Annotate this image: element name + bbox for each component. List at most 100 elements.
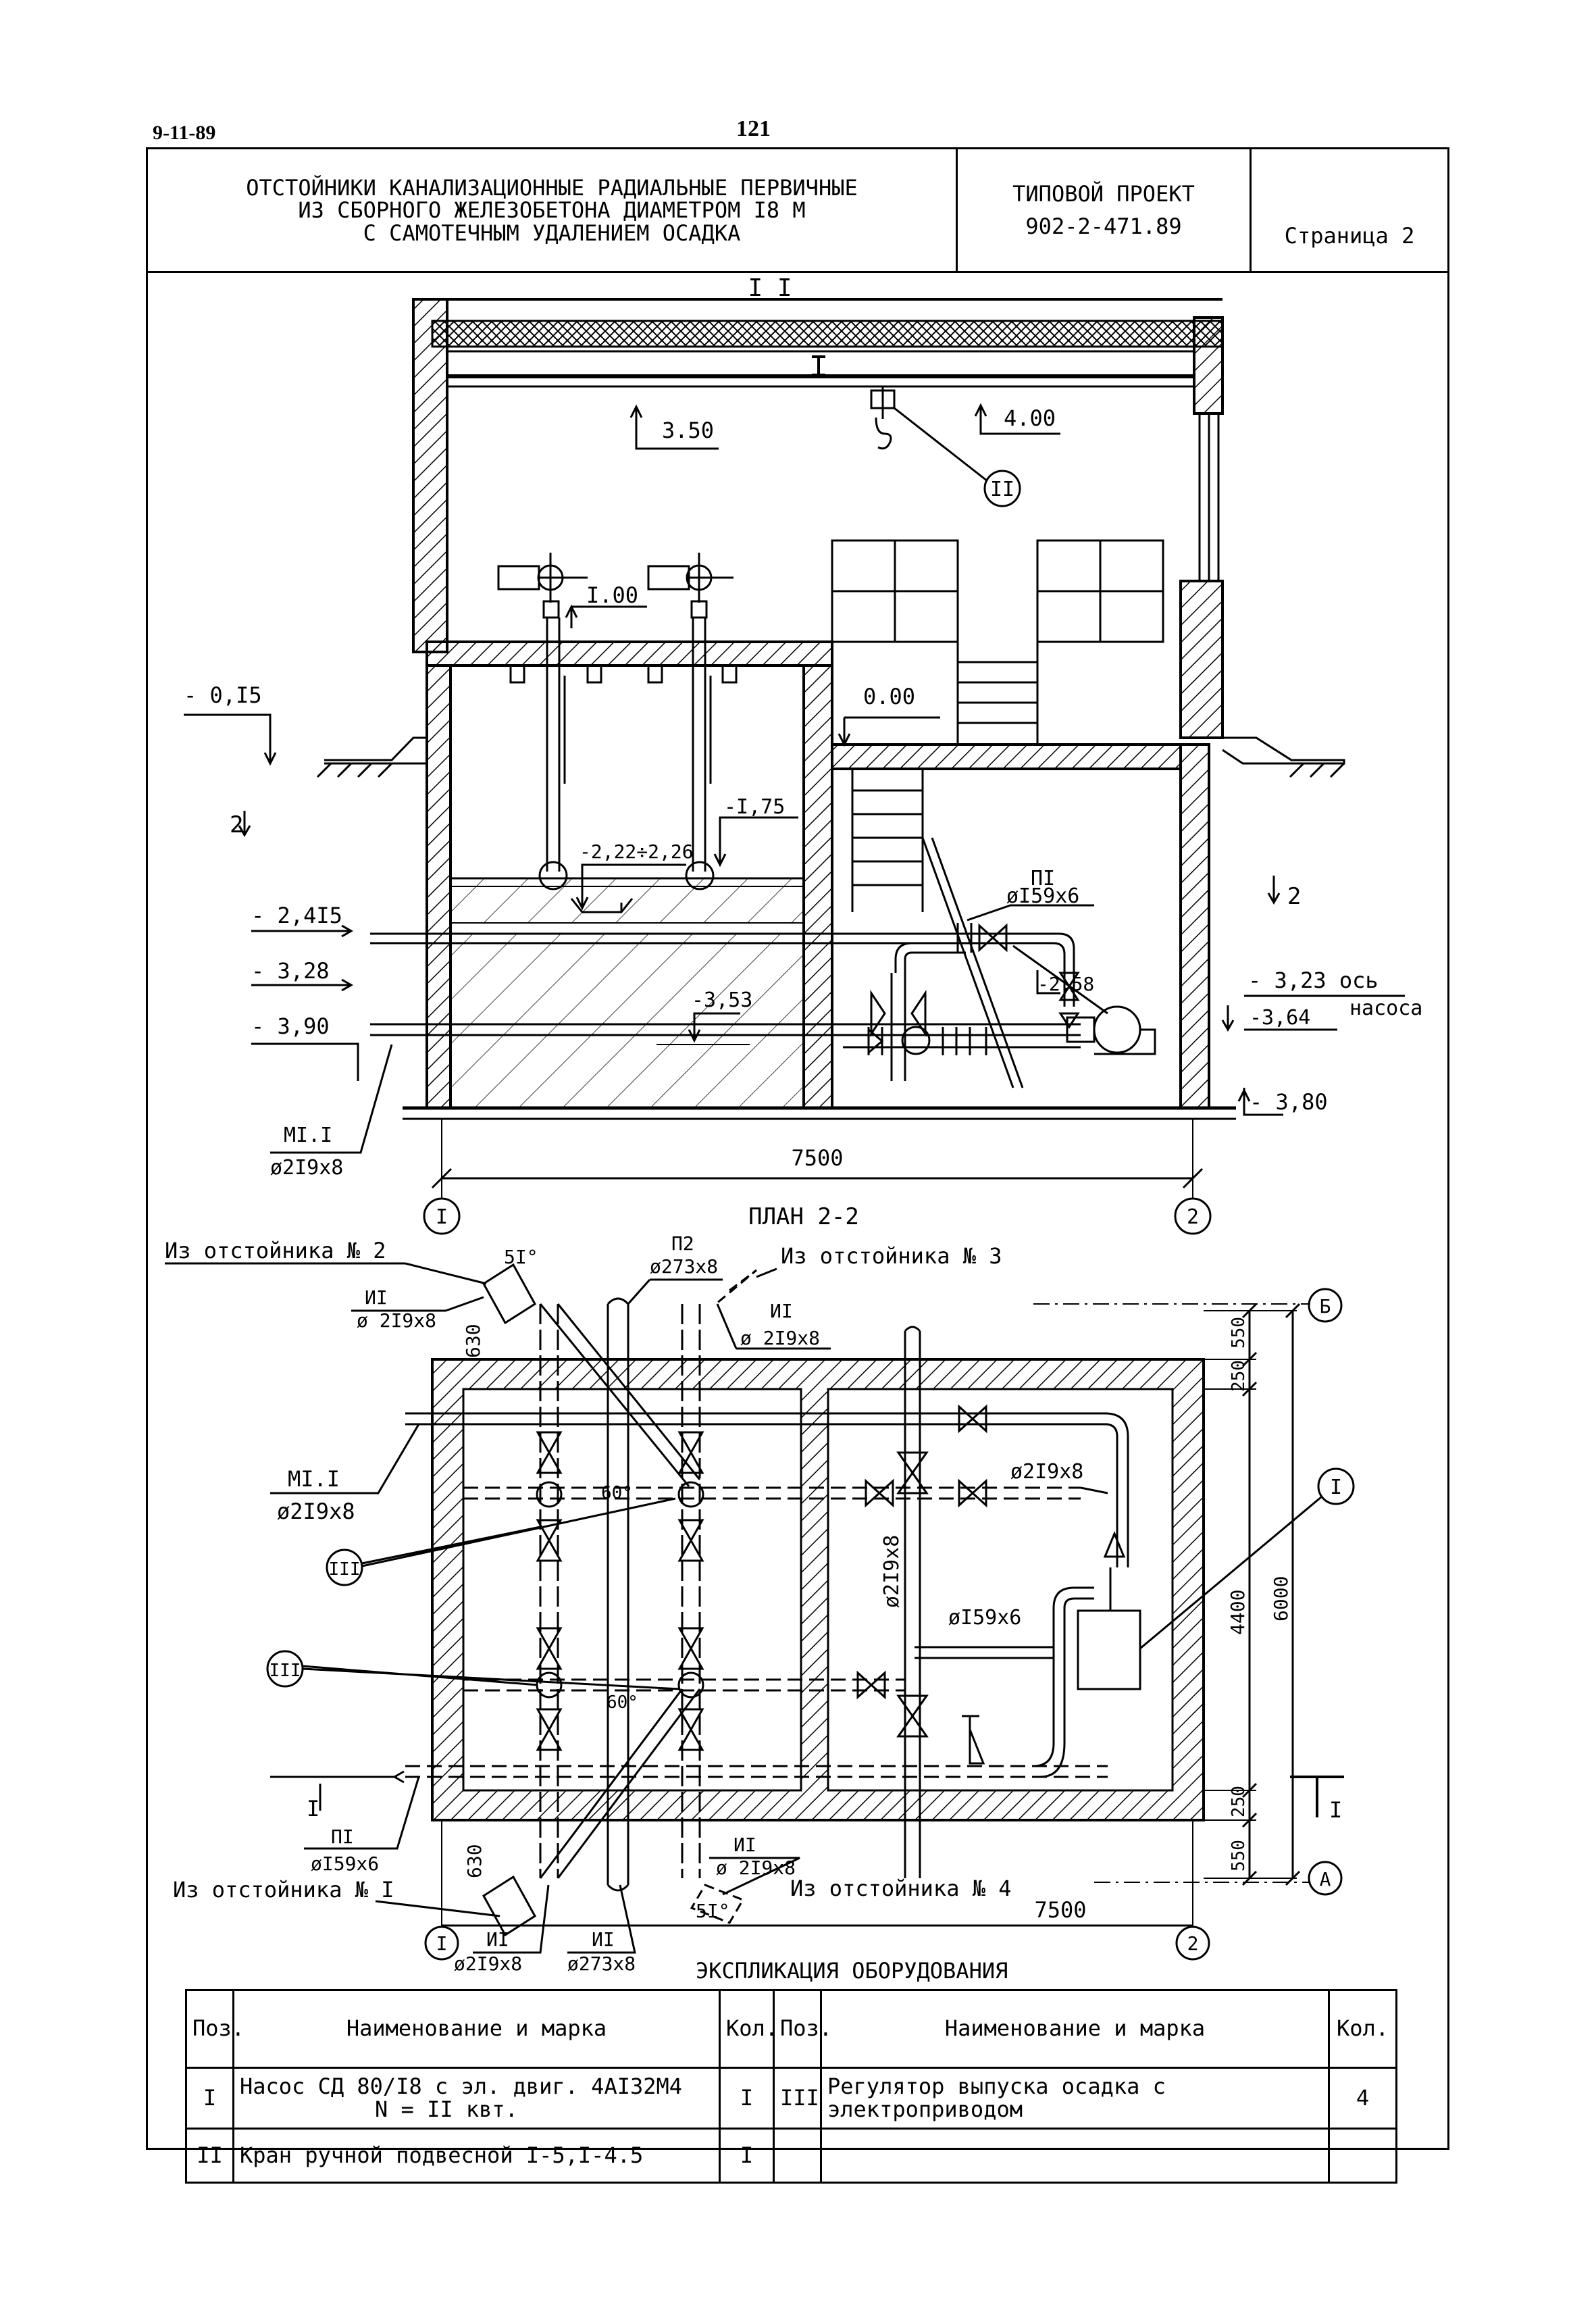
right-lower-wall [1179, 580, 1224, 739]
regulator-drive-2 [647, 553, 733, 890]
chamber-right-wall [1179, 743, 1210, 1109]
callout-III-top [326, 1549, 363, 1586]
svg-text:ø2I9x8: ø2I9x8 [1010, 1460, 1083, 1484]
svg-text:Из отстойника № 4: Из отстойника № 4 [790, 1876, 1012, 1901]
header-pos: Поз. [185, 1989, 244, 2069]
equipment-table: Поз. Наименование и марка Кол. Поз. Наим… [185, 1989, 1397, 2184]
svg-text:60°: 60° [601, 1483, 633, 1503]
svg-text:III: III [329, 1559, 361, 1580]
sheet-code: 9-11-89 [153, 122, 216, 144]
machine-room-floor [831, 743, 1182, 770]
ground-line [316, 736, 1345, 778]
row-pos: II [185, 2128, 234, 2184]
svg-text:ø 2I9x8: ø 2I9x8 [740, 1327, 820, 1349]
svg-text:øI59x6: øI59x6 [311, 1853, 379, 1875]
svg-text:-I,75: -I,75 [724, 795, 785, 819]
svg-text:- 3,80: - 3,80 [1250, 1089, 1328, 1115]
row-pos: I [185, 2067, 234, 2130]
svg-text:250: 250 [1229, 1786, 1249, 1817]
svg-text:3.50: 3.50 [662, 418, 714, 443]
regulator-drive-1 [497, 553, 588, 890]
svg-text:П2: П2 [671, 1232, 694, 1255]
svg-text:I.00: I.00 [586, 582, 638, 608]
empty-cell [1328, 2128, 1397, 2184]
svg-text:III: III [269, 1661, 301, 1681]
svg-text:ø273x8: ø273x8 [567, 1953, 636, 1975]
svg-text:А: А [1320, 1868, 1331, 1890]
row-qty: I [719, 2128, 775, 2184]
svg-text:Из отстойника № 2: Из отстойника № 2 [165, 1238, 386, 1263]
project-code: 902-2-471.89 [1025, 213, 1182, 239]
svg-text:2: 2 [1187, 1205, 1199, 1229]
upper-ladder [956, 642, 1039, 745]
plan-title: ПЛАН 2-2 [748, 1203, 859, 1230]
svg-text:I: I [436, 1205, 448, 1229]
hoist-icon [870, 386, 896, 450]
title-block [146, 147, 1449, 273]
equipment-title: ЭКСПЛИКАЦИЯ ОБОРУДОВАНИЯ [696, 1958, 1008, 1984]
plan-vertical-pipes [539, 1297, 921, 1892]
svg-text:-2,58: -2,58 [1037, 973, 1094, 995]
svg-text:5I°: 5I° [504, 1246, 538, 1268]
axis-B-marker [1308, 1288, 1343, 1323]
svg-text:550: 550 [1229, 1317, 1249, 1349]
svg-text:7500: 7500 [791, 1145, 843, 1171]
plan-horizontal-pipes [405, 1412, 1129, 1778]
svg-text:ИI: ИI [733, 1834, 756, 1856]
control-cabinet-right [1036, 539, 1164, 643]
svg-text:550: 550 [1229, 1840, 1249, 1871]
svg-text:5I°: 5I° [696, 1900, 730, 1922]
svg-text:I: I [436, 1932, 448, 1955]
chamber-left-wall [426, 664, 452, 1109]
row-qty: I [719, 2067, 775, 2130]
table-row: II Кран ручной подвесной I-5,I-4.5 I [185, 2128, 1397, 2184]
svg-text:ø2I9x8: ø2I9x8 [277, 1499, 355, 1524]
svg-text:Б: Б [1320, 1295, 1331, 1317]
chamber-mid-wall [802, 664, 833, 1109]
axis-2-marker [1174, 1197, 1212, 1235]
svg-text:2: 2 [1187, 1932, 1199, 1955]
empty-cell [773, 2128, 822, 2184]
title-block-project: ТИПОВОЙ ПРОЕКТ 902-2-471.89 [958, 149, 1252, 272]
project-label: ТИПОВОЙ ПРОЕКТ [1012, 181, 1195, 207]
title-line: С САМОТЕЧНЫМ УДАЛЕНИЕМ ОСАДКА [363, 220, 741, 246]
svg-text:6000: 6000 [1270, 1576, 1292, 1621]
svg-text:630: 630 [463, 1844, 486, 1878]
section-view: I I II 3.50 4.00 [184, 274, 1422, 1235]
svg-text:MI.I: MI.I [288, 1466, 340, 1492]
row-qty: 4 [1328, 2067, 1397, 2130]
svg-text:- 0,I5: - 0,I5 [184, 682, 262, 708]
svg-text:60°: 60° [607, 1692, 638, 1713]
svg-text:насоса: насоса [1349, 997, 1422, 1020]
title-line: ИЗ СБОРНОГО ЖЕЛЕЗОБЕТОНА ДИАМЕТРОМ I8 М [298, 197, 806, 224]
svg-text:7500: 7500 [1034, 1897, 1086, 1923]
row-pos: III [773, 2067, 822, 2130]
svg-text:2: 2 [230, 811, 243, 838]
svg-text:ø273x8: ø273x8 [650, 1255, 718, 1278]
svg-text:II: II [990, 478, 1014, 501]
row-name-line: N = II квт. [375, 2096, 518, 2122]
svg-text:Из отстойника № I: Из отстойника № I [173, 1877, 394, 1903]
section-title: I I [748, 274, 792, 302]
plan-pump [1077, 1609, 1141, 1690]
svg-text:I: I [307, 1796, 319, 1821]
header-qty: Кол. [1328, 1989, 1397, 2069]
empty-cell [820, 2128, 1330, 2184]
table-row: I Насос СД 80/I8 с эл. двиг. 4АI32М4 N =… [185, 2067, 1397, 2130]
row-name: Регулятор выпуска осадка с электропривод… [820, 2067, 1330, 2130]
header-pos: Поз. [773, 1989, 832, 2069]
svg-text:ИI: ИI [592, 1928, 615, 1951]
left-upper-wall [412, 298, 448, 653]
svg-text:ø2I9x8: ø2I9x8 [880, 1535, 904, 1608]
svg-text:øI59x6: øI59x6 [1006, 884, 1079, 908]
header-name: Наименование и марка [820, 1989, 1330, 2069]
svg-text:-3,64: -3,64 [1250, 1006, 1310, 1030]
svg-text:-3,53: -3,53 [692, 988, 752, 1012]
callout-I [1317, 1467, 1355, 1505]
chamber-concrete-fill [449, 932, 805, 1109]
roof-slab [431, 320, 1224, 348]
page-number: 121 [736, 116, 771, 141]
plan-view: ПЛАН 2-2 [165, 1203, 1355, 1975]
axis-A-marker [1308, 1861, 1343, 1896]
